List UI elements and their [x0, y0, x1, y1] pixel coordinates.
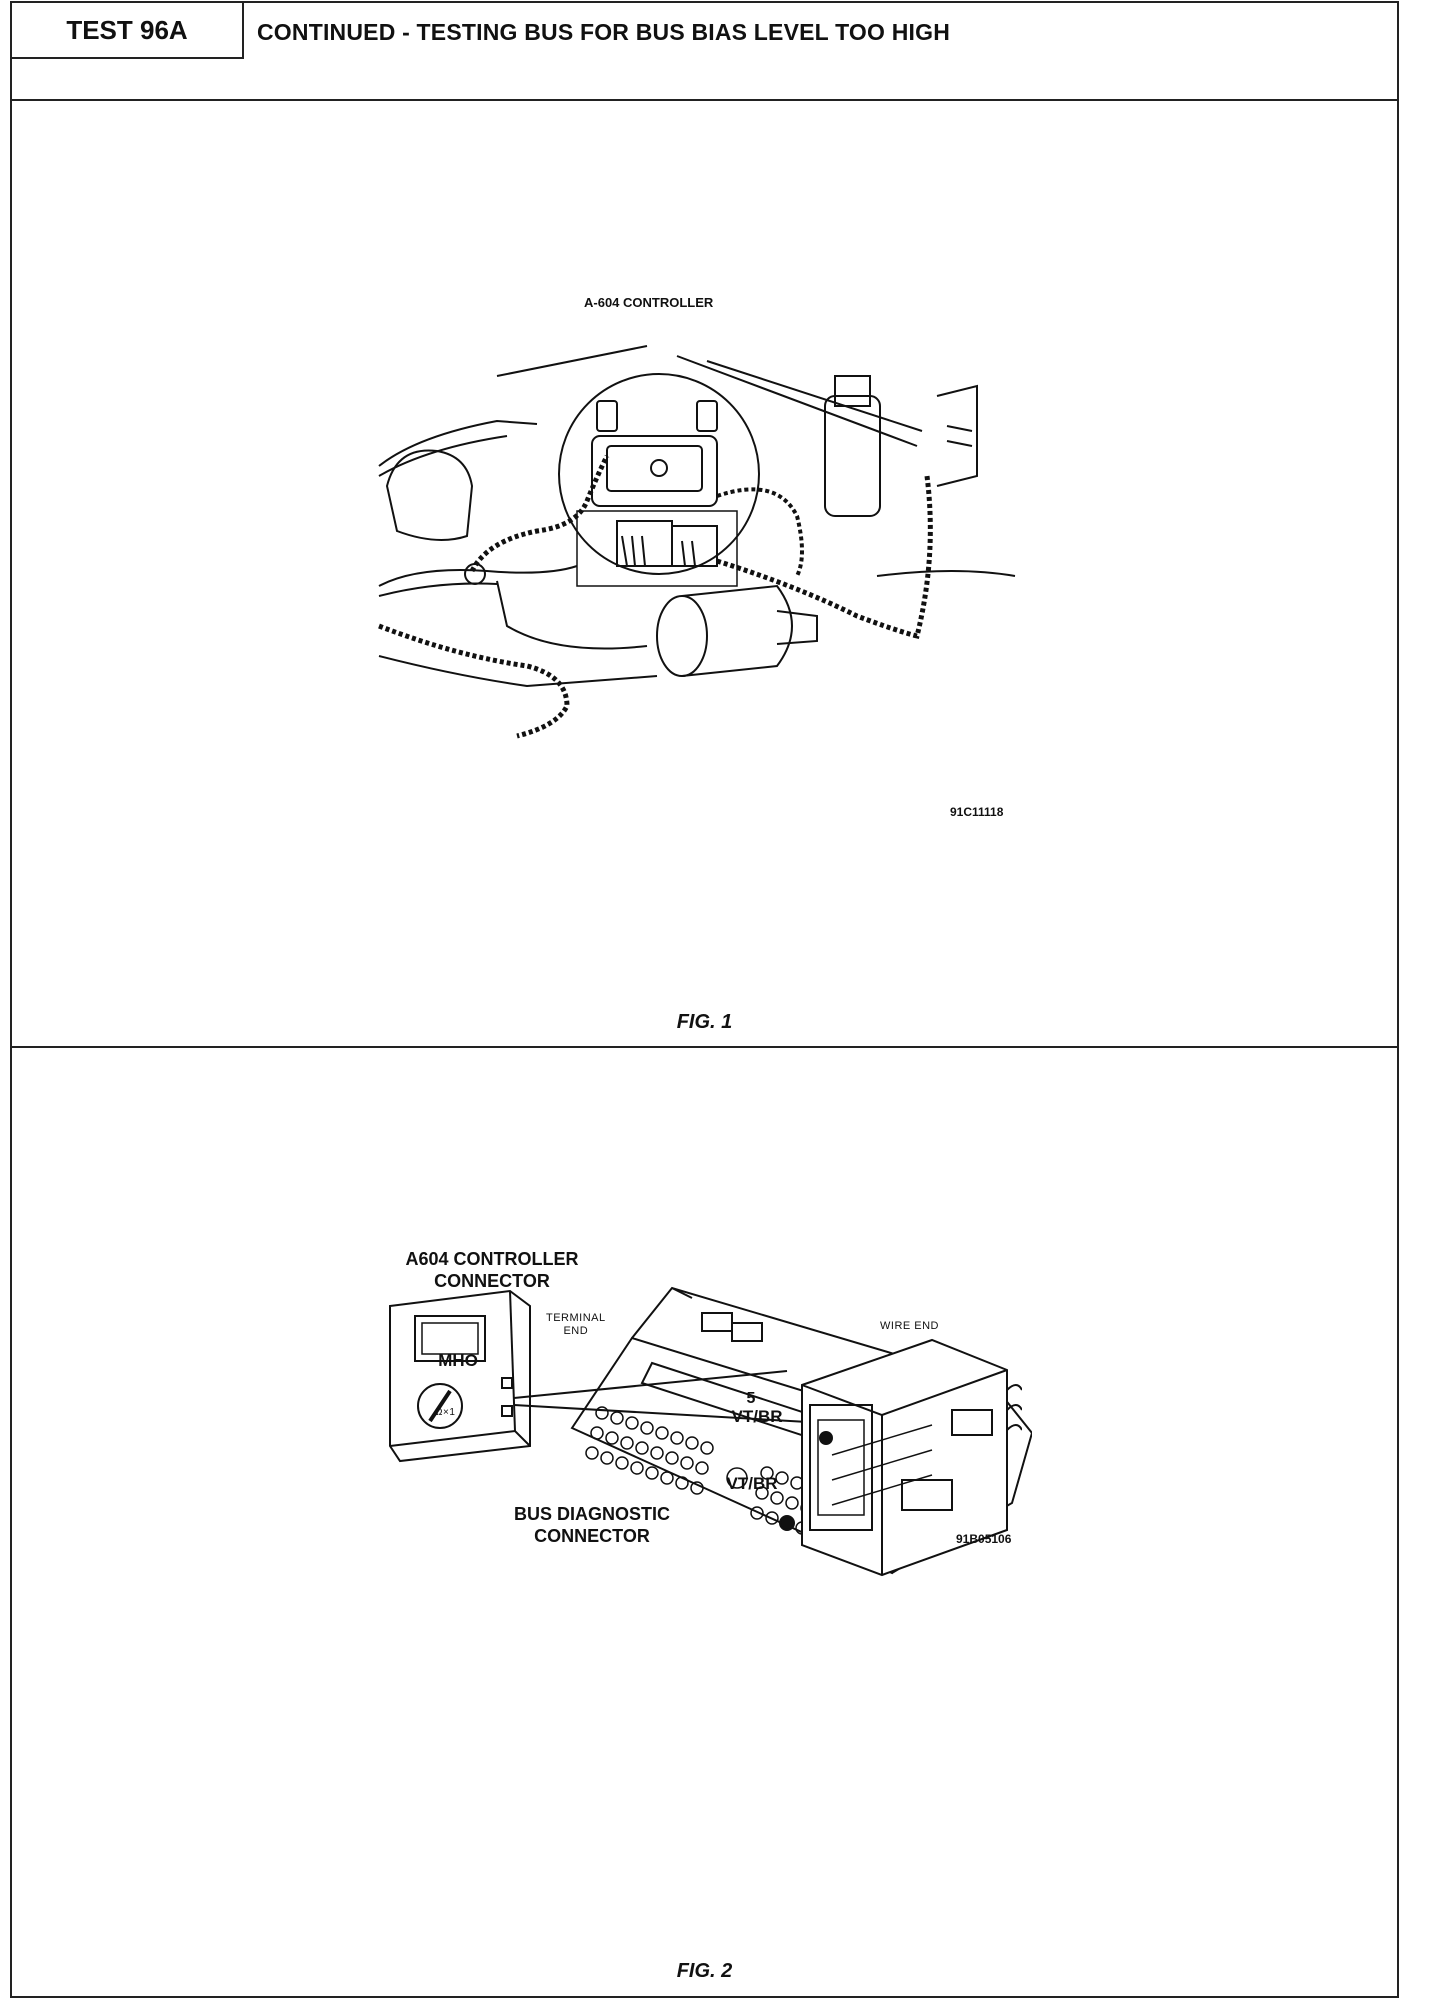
- wire-color-label-1: VT/BR: [731, 1407, 783, 1426]
- page-frame: TEST 96A CONTINUED - TESTING BUS FOR BUS…: [10, 1, 1399, 1998]
- fig1-caption: FIG. 1: [676, 1011, 733, 1033]
- controller-connector-label: A604 CONTROLLER CONNECTOR: [405, 1249, 579, 1291]
- terminal-end-label: TERMINAL END: [546, 1312, 606, 1337]
- fig1-callout: A-604 CONTROLLER: [584, 295, 714, 310]
- figure-2-panel: A604 CONTROLLER CONNECTOR TERMINAL END W…: [12, 1048, 1397, 1996]
- wire-end-label: WIRE END: [880, 1320, 939, 1332]
- fig2-caption: FIG. 2: [676, 1960, 733, 1982]
- ohmmeter-illustration: [389, 1289, 531, 1463]
- wire-color-label-2: VT/BR: [726, 1474, 778, 1493]
- meter-range-label: Ω×1: [435, 1407, 456, 1418]
- bus-diagnostic-label: BUS DIAGNOSTIC CONNECTOR: [513, 1504, 670, 1546]
- fig2-part-number: 91B05106: [956, 1532, 1012, 1546]
- pin-number-label: 5: [746, 1390, 756, 1407]
- test-leads: [513, 1370, 826, 1424]
- meter-display-text: OHM: [438, 1351, 478, 1370]
- bus-diagnostic-connector-illustration: [801, 1338, 1022, 1577]
- fig1-part-number: 91C11118: [950, 805, 1004, 819]
- figure-1-panel: A-604 CONTROLLER: [12, 101, 1397, 1048]
- page-title: CONTINUED - TESTING BUS FOR BUS BIAS LEV…: [257, 19, 951, 45]
- test-id-box: TEST 96A: [12, 3, 244, 59]
- engine-compartment-illustration: [378, 345, 1016, 739]
- test-header: TEST 96A CONTINUED - TESTING BUS FOR BUS…: [12, 3, 1397, 101]
